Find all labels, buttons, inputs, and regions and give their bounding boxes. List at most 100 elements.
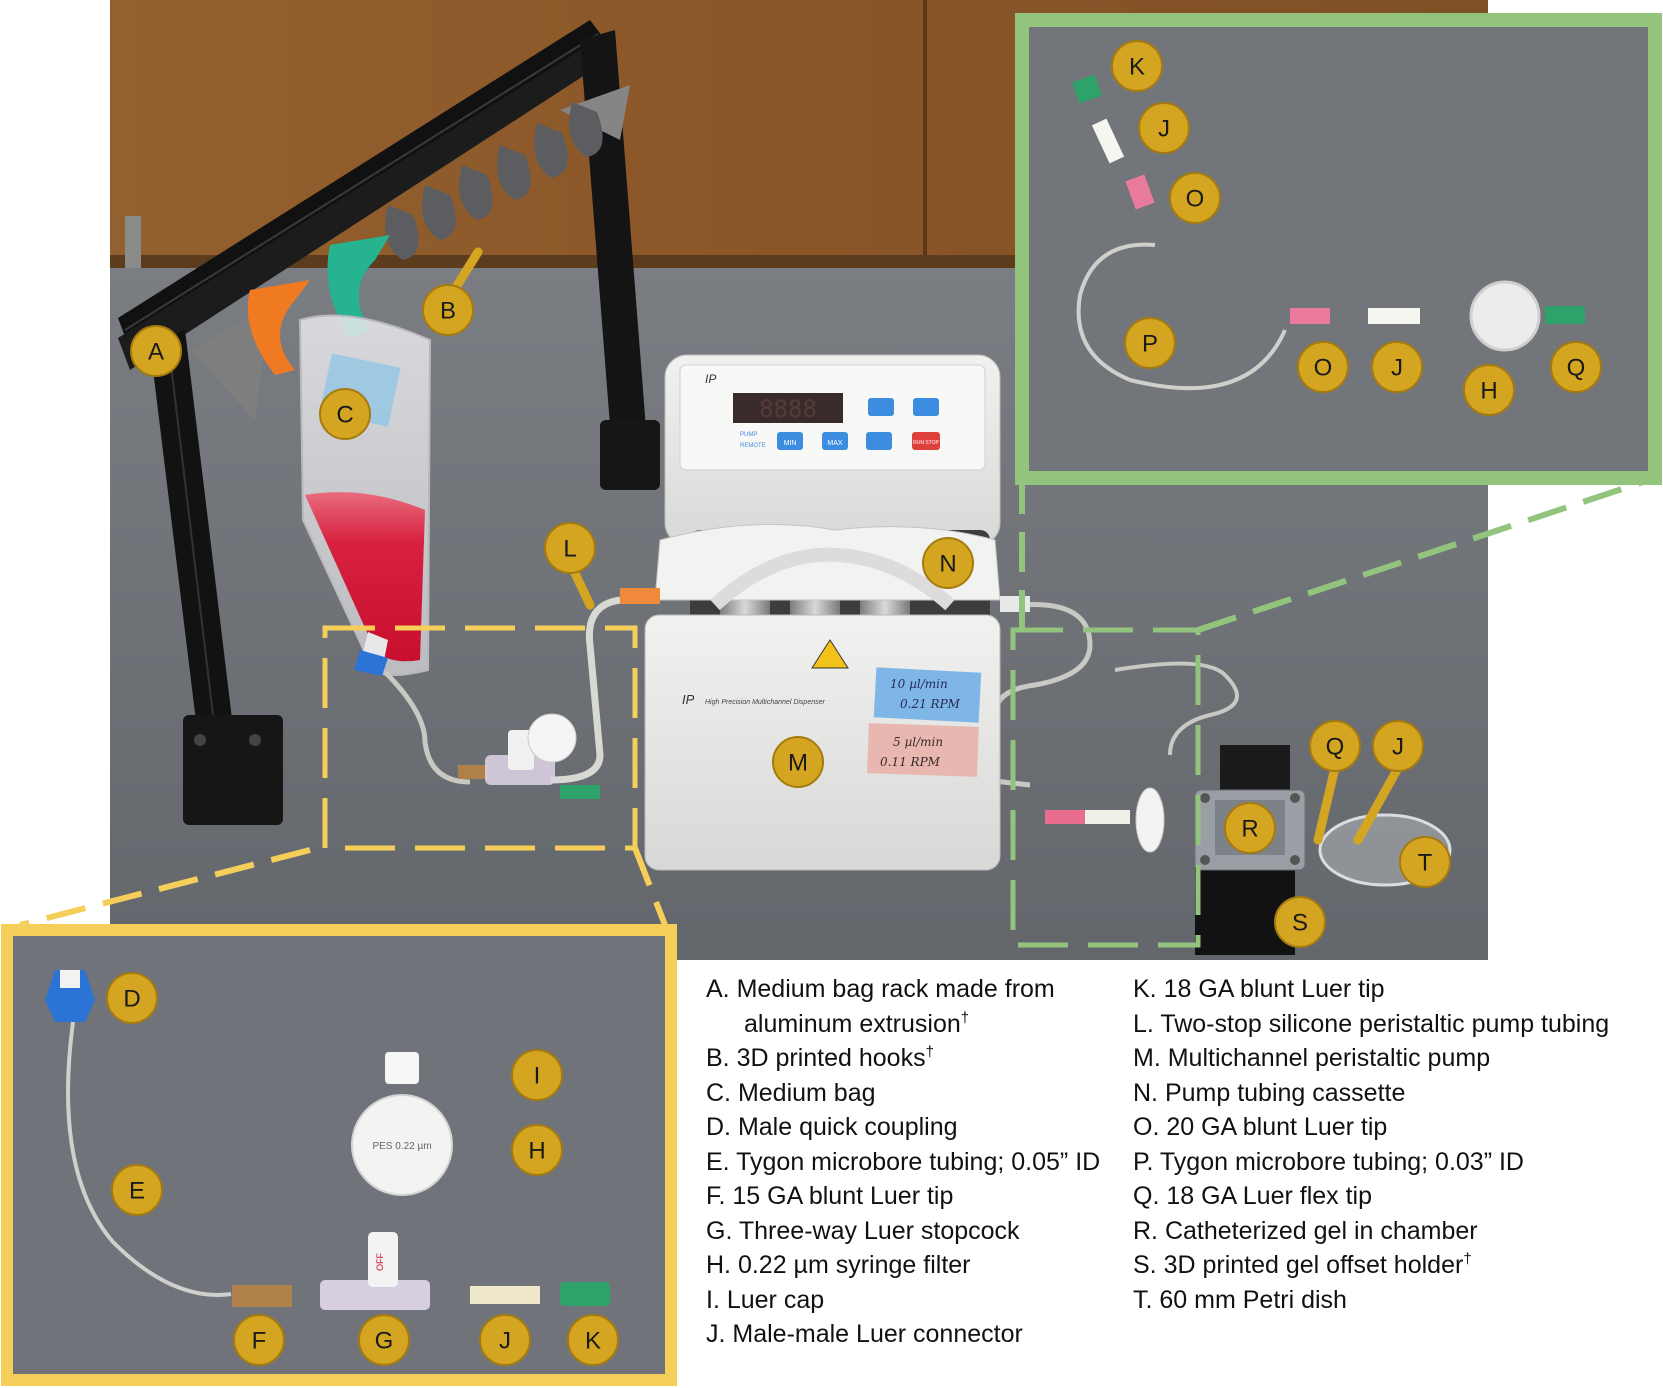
inset-g-handle: [368, 1232, 398, 1287]
legend-item-f: F. 15 GA blunt Luer tip†: [706, 1182, 954, 1210]
stopcock-print: OFF: [375, 1253, 385, 1271]
inset-marker-i: I: [511, 1049, 563, 1101]
legend-item-h: H. 0.22 µm syringe filter†: [706, 1251, 971, 1279]
pump-max-button[interactable]: [822, 432, 848, 450]
green-dashed-frame: [1010, 627, 1201, 948]
inset-p-tubing: [1076, 242, 1287, 391]
marker-letter: O: [1186, 186, 1205, 213]
chamber-screw: [1200, 793, 1210, 803]
tubing-assembly: [383, 596, 1239, 788]
note2-line1: 5 µl/min: [893, 735, 943, 749]
pump-brand: IP: [705, 372, 716, 386]
inset-q-tip: [1545, 306, 1585, 324]
marker-disc: [111, 1164, 163, 1216]
inset-marker-o-2: O: [1297, 341, 1349, 393]
inset-j-connector: [470, 1286, 540, 1304]
hook: [534, 123, 568, 178]
marker-letter: J: [1392, 734, 1404, 761]
teal-hook: [327, 235, 390, 338]
marker-letter: P: [1142, 331, 1158, 358]
rack-left-bracket: [190, 305, 270, 420]
inset-e-tubing: [66, 1021, 232, 1297]
marker-disc: [479, 1314, 531, 1366]
marker-letter: N: [939, 551, 956, 578]
inset-d-stripes: [60, 970, 80, 988]
inset-marker-g: G: [358, 1314, 410, 1366]
inset-i-cap: [385, 1052, 419, 1084]
pump-up-button[interactable]: [868, 398, 894, 416]
warning-triangle: [811, 639, 849, 669]
cassette-arch: [710, 547, 955, 611]
marker-letter: J: [1158, 116, 1170, 143]
marker-letter: J: [499, 1328, 511, 1355]
legend-item-t: T. 60 mm Petri dish†: [1133, 1285, 1347, 1314]
marker-letter: E: [129, 1178, 145, 1205]
marker-t: T: [1399, 836, 1451, 888]
pump-direction-button[interactable]: [866, 432, 892, 450]
note1-line2: 0.21 RPM: [900, 697, 961, 711]
marker-l: L: [544, 522, 596, 574]
marker-a: A: [130, 325, 182, 377]
marker-letter: B: [440, 298, 456, 325]
pump-display: [733, 393, 843, 423]
callout-j: [1353, 763, 1403, 845]
legend-item-n: N. Pump tubing cassette†: [1133, 1078, 1406, 1107]
marker-letter: Q: [1326, 734, 1345, 761]
inset-marker-k: K: [567, 1314, 619, 1366]
chamber-screw: [1290, 855, 1300, 865]
top-right-inset: [1015, 13, 1662, 485]
marker-n: N: [922, 537, 974, 589]
marker-letter: D: [123, 986, 140, 1013]
pump-model-text: High Precision Multichannel Dispenser: [705, 699, 826, 706]
gel-holder-s: [1195, 860, 1295, 955]
rack-right-foot: [600, 420, 660, 490]
pump-display-digits: 8888: [759, 395, 817, 423]
marker-letter: J: [1391, 355, 1403, 382]
marker-disc: [1550, 341, 1602, 393]
marker-b: B: [422, 284, 474, 336]
marker-disc: [1224, 802, 1276, 854]
note2-line2: 0.11 RPM: [880, 755, 941, 769]
marker-letter: T: [1418, 850, 1433, 877]
marker-letter: I: [534, 1063, 541, 1090]
inset-k-tip: [1071, 74, 1103, 104]
marker-disc: [511, 1049, 563, 1101]
marker-disc: [1372, 720, 1424, 772]
inset-j-connector-2: [1368, 308, 1420, 324]
sticky-note-blue: [873, 667, 982, 723]
yellow-dashed-frame: [322, 625, 638, 851]
tube-l: [549, 596, 621, 784]
marker-disc: [567, 1314, 619, 1366]
inset-g-stopcock: [320, 1280, 430, 1310]
legend-item-s: S. 3D printed gel offset holder†: [1133, 1250, 1472, 1279]
legend-left: A. Medium bag rack made from aluminum ex…: [706, 972, 1106, 1352]
pump-down-button[interactable]: [913, 398, 939, 416]
inset-marker-d: D: [106, 972, 158, 1024]
marker-letter: L: [563, 536, 576, 563]
inset-h-filter: [351, 1094, 453, 1196]
inset-d-coupling: [45, 970, 95, 1022]
green-tip: [560, 785, 600, 799]
tubing-connector-left: [620, 588, 660, 604]
legend-item-l: L. Two-stop silicone peristaltic pump tu…: [1133, 1009, 1610, 1038]
inset-o-tip-2: [1290, 308, 1330, 324]
inset-marker-f: F: [233, 1314, 285, 1366]
inset-marker-j: J: [1138, 102, 1190, 154]
inset-marker-j: J: [479, 1314, 531, 1366]
inset-j-connector: [1091, 118, 1125, 164]
green-zoom-line: [1197, 475, 1656, 633]
marker-letter: Q: [1567, 355, 1586, 382]
legend-item-r: R. Catheterized gel in chamber†: [1133, 1216, 1478, 1245]
legend-item-b: B. 3D printed hooks†: [706, 1043, 934, 1072]
sticky-note-pink: [867, 723, 979, 777]
dagger-mark: †: [1463, 1250, 1472, 1268]
marker-j: J: [1372, 720, 1424, 772]
rack-left-foot: [183, 715, 283, 825]
pump-run-stop-button[interactable]: [912, 432, 940, 450]
legend-item-g: G. Three-way Luer stopcock†: [706, 1216, 1020, 1245]
marker-q: Q: [1309, 720, 1361, 772]
filter-print: PES 0.22 µm: [372, 1141, 431, 1152]
inset-f-tip: [232, 1285, 292, 1307]
pump-min-button[interactable]: [777, 432, 803, 450]
